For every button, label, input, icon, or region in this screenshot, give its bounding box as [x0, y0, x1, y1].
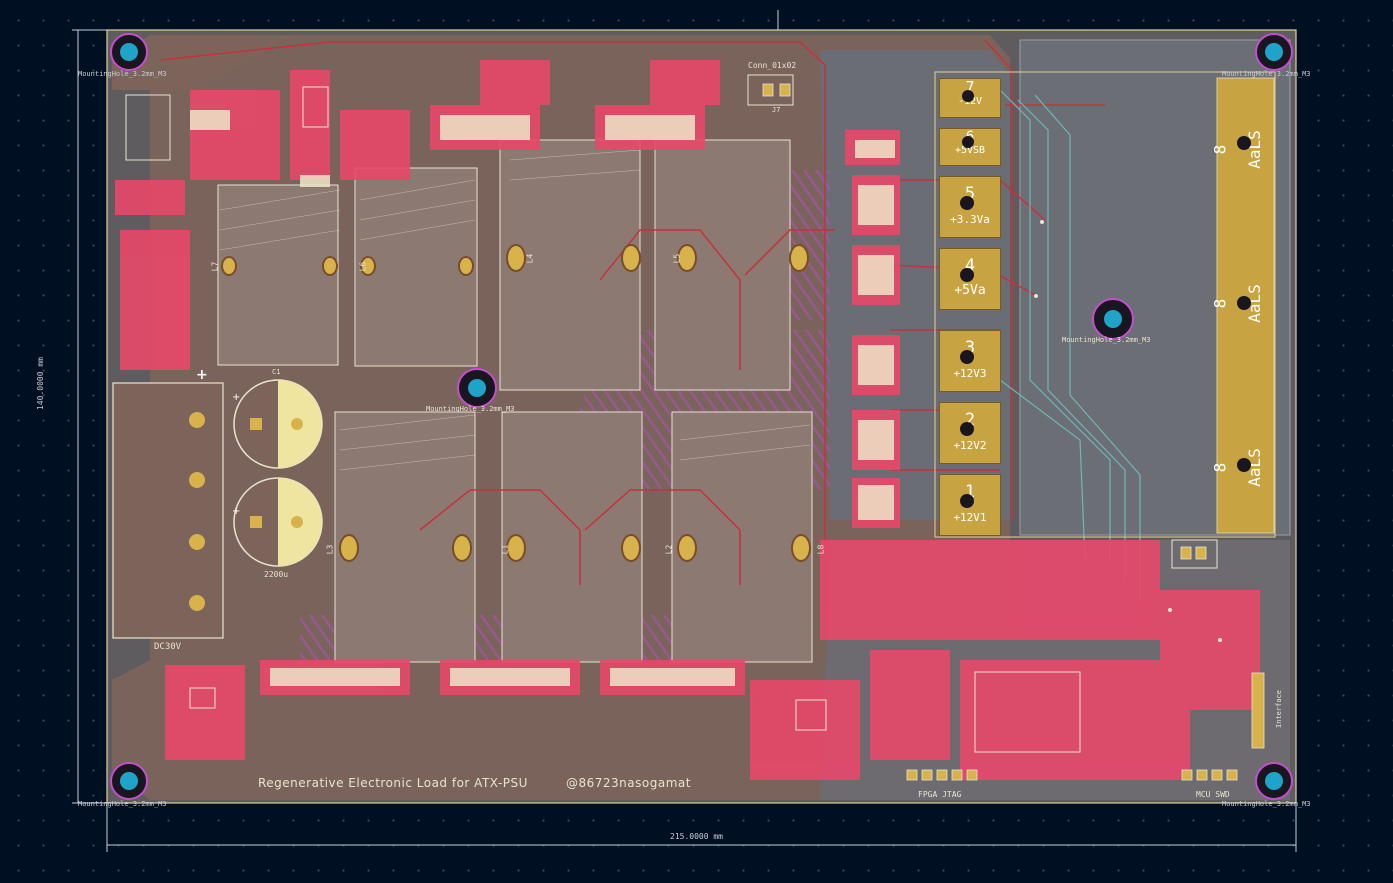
inductor-label: L5 [672, 253, 682, 264]
atx-pin-number: 5 [964, 184, 976, 204]
dimension-height-label: 140.0000 mm [36, 357, 45, 410]
mounting-hole-label-center: MountingHole_3.2mm_M3 [426, 405, 515, 413]
polarity-plus-icon: + [232, 506, 241, 517]
inductor-pads [221, 244, 811, 562]
inductor-footprints [217, 139, 813, 663]
inductor-label: L2 [664, 544, 674, 555]
atx-output-frame [934, 71, 1276, 538]
cap-value-label: 2200u [264, 570, 289, 579]
aals-number: 8 [1210, 144, 1230, 155]
aals-name: AaLS [1244, 130, 1264, 169]
polarity-plus-icon: + [196, 367, 208, 383]
mounting-hole-drill [1265, 772, 1283, 790]
atx-pad-hole [960, 196, 974, 210]
atx-pin-name: +12V1 [953, 511, 987, 524]
atx-pin-number: 3 [964, 338, 976, 358]
atx-pin-name: +3.3Va [950, 213, 990, 226]
polarity-plus-icon: + [232, 392, 241, 403]
aals-number: 8 [1210, 298, 1230, 309]
cap-label-c1: C1 [272, 368, 281, 376]
copper-pour-left [112, 35, 290, 90]
atx-pin-name: +5VSB [954, 145, 986, 156]
smd-components [115, 60, 1260, 780]
inductor-label: L7 [210, 261, 220, 272]
mounting-hole-label-right: MountingHole_3.2mm_M3 [1062, 336, 1151, 344]
inductor-label: L3 [325, 544, 335, 555]
atx-pin-name: +12V3 [953, 367, 987, 380]
mcu-swd-label: MCU SWD [1196, 790, 1230, 799]
mounting-hole-drill [1104, 310, 1122, 328]
atx-pin-number: 1 [964, 482, 976, 502]
inductor-label: L1 [500, 544, 510, 555]
mounting-hole-right[interactable] [1092, 298, 1134, 340]
via-dots [1034, 220, 1222, 642]
mounting-hole-label-bl: MountingHole_3.2mm_M3 [78, 800, 167, 808]
inductor-label: L6 [358, 261, 368, 272]
dc30v-label: DC30V [154, 642, 182, 652]
atx-pin-name: +12V2 [953, 439, 987, 452]
mounting-hole-drill [120, 43, 138, 61]
bulk-capacitors [233, 379, 323, 567]
atx-pad-hole [960, 422, 974, 436]
atx-pad-hole [960, 494, 974, 508]
atx-pin-name: +5Va [954, 283, 986, 298]
mounting-hole-drill [120, 772, 138, 790]
atx-pad-hole [962, 136, 974, 148]
pin-headers [762, 83, 1265, 781]
mounting-hole-center[interactable] [457, 368, 497, 408]
mounting-hole-bottom-right[interactable] [1255, 762, 1293, 800]
aals-pad-hole [1237, 458, 1251, 472]
dimension-width-label: 215.0000 mm [670, 832, 723, 841]
mounting-hole-top-left[interactable] [110, 33, 148, 71]
aals-pad-hole [1237, 136, 1251, 150]
mounting-hole-label-tl: MountingHole_3.2mm_M3 [78, 70, 167, 78]
atx-pad-hole [960, 268, 974, 282]
aals-pad-hole [1237, 296, 1251, 310]
conn-label: Conn_01x02 [748, 61, 797, 70]
dc-input-connector [112, 382, 224, 639]
mounting-hole-drill [1265, 43, 1283, 61]
j7-label: J7 [772, 106, 781, 114]
atx-pin-1[interactable]: 1 +12V1 [939, 474, 1001, 536]
fpga-jtag-label: FPGA JTAG [918, 790, 962, 799]
inductor-label: L8 [816, 544, 826, 555]
traces-thin [219, 149, 811, 471]
atx-pad-hole [962, 90, 974, 102]
mounting-hole-label-tr: MountingHole_3.2mm_M3 [1222, 70, 1311, 78]
mounting-hole-bottom-left[interactable] [110, 762, 148, 800]
inductor-label: L4 [525, 253, 535, 264]
atx-pad-hole [960, 350, 974, 364]
traces-teal [999, 89, 1141, 600]
mounting-hole-top-right[interactable] [1255, 33, 1293, 71]
interface-label: Interface [1274, 690, 1283, 728]
board-author: @86723nasogamat [566, 776, 691, 790]
aals-block-1[interactable]: 8 AaLS [1210, 110, 1274, 190]
atx-pin-number: 7 [965, 78, 975, 96]
smd-pads [190, 110, 895, 686]
ic-packages [125, 74, 1218, 753]
atx-pin-number: 4 [964, 256, 976, 276]
board-title: Regenerative Electronic Load for ATX-PSU [258, 776, 528, 790]
atx-pin-number: 2 [964, 410, 976, 430]
mounting-hole-label-br: MountingHole_3.2mm_M3 [1222, 800, 1311, 808]
aals-number: 8 [1210, 462, 1230, 473]
mounting-hole-drill [468, 379, 486, 397]
